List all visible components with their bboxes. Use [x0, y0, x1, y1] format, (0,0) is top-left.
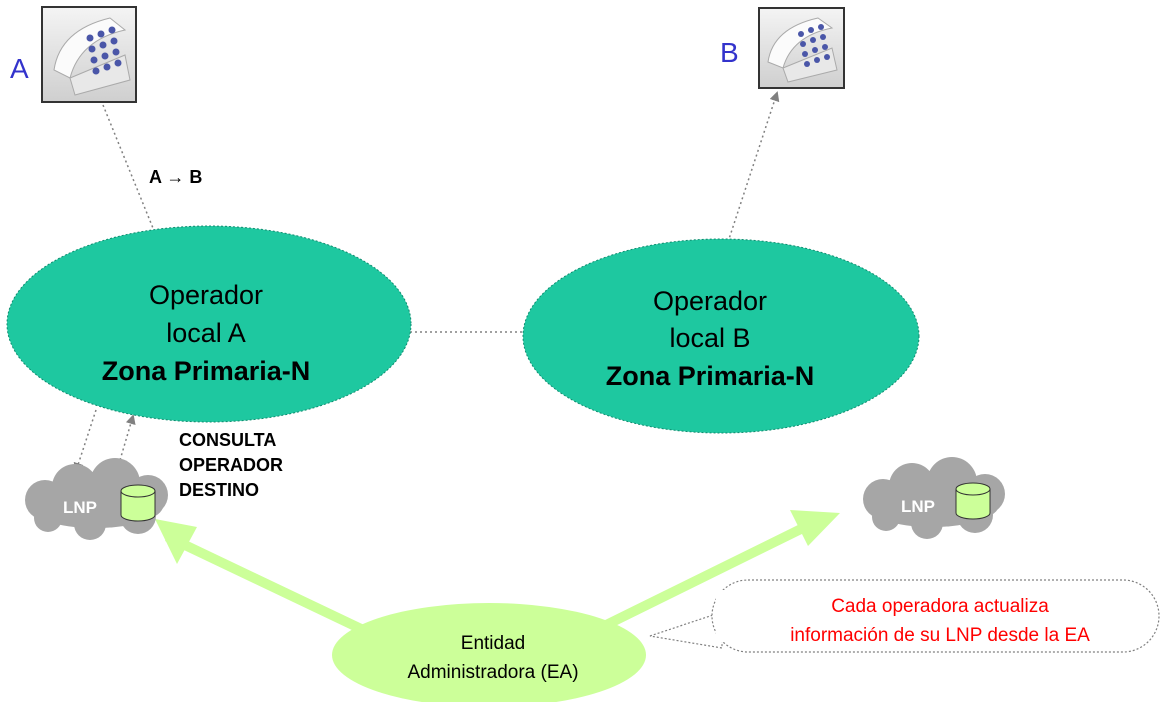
desk-phone-icon [41, 6, 137, 103]
query-label: CONSULTA OPERADOR DESTINO [179, 430, 283, 500]
database-icon [120, 484, 156, 522]
query-label-line-3: DESTINO [179, 480, 259, 500]
phone-a-label: A [10, 53, 29, 84]
call-label: A → B [149, 167, 202, 187]
lnp-b-label: LNP [901, 497, 935, 516]
phone-b: B [720, 7, 845, 89]
lnp-b-node: LNP [863, 457, 1005, 539]
ea-to-lnp-b-arrow [597, 510, 840, 633]
operator-a-line-1: Operador [149, 280, 263, 310]
query-label-line-2: OPERADOR [179, 455, 283, 475]
operator-b-to-phone-b-connector [727, 91, 780, 243]
operator-b-line-2: local B [669, 323, 750, 353]
operator-a-zone: Zona Primaria-N [102, 356, 311, 386]
ea-to-lnp-a-arrow [155, 519, 379, 641]
operator-a-node: Operador local A Zona Primaria-N [6, 225, 412, 423]
operator-b-line-1: Operador [653, 286, 767, 316]
ea-line-1: Entidad [461, 633, 525, 654]
database-icon [955, 482, 991, 520]
lnp-a-label: LNP [63, 498, 97, 517]
update-callout: Cada operadora actualiza información de … [649, 579, 1160, 653]
desk-phone-icon [758, 7, 845, 89]
operator-b-node: Operador local B Zona Primaria-N [522, 238, 920, 434]
query-label-line-1: CONSULTA [179, 430, 276, 450]
ea-line-2: Administradora (EA) [407, 662, 578, 683]
callout-line-2: información de su LNP desde la EA [790, 625, 1090, 646]
operator-a-line-2: local A [166, 318, 246, 348]
lnp-a-node: LNP [25, 458, 168, 540]
callout-line-1: Cada operadora actualiza [831, 596, 1049, 617]
query-request-connector [73, 409, 97, 473]
call-a-connector [102, 104, 159, 240]
operator-b-zone: Zona Primaria-N [606, 361, 815, 391]
phone-b-label: B [720, 37, 739, 68]
ea-node: Entidad Administradora (EA) [332, 603, 646, 702]
phone-a: A [10, 6, 137, 103]
